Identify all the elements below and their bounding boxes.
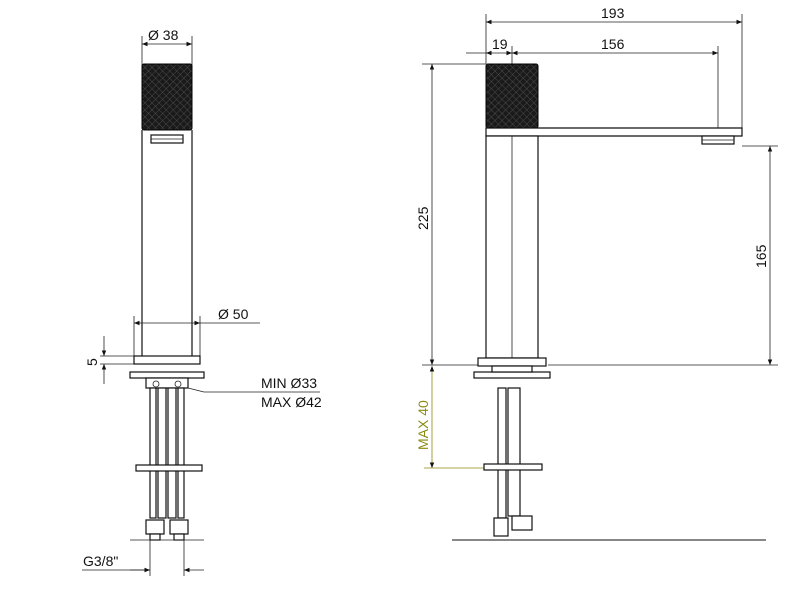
dim-total-length-label: 193 <box>601 5 625 21</box>
side-nut <box>491 365 533 373</box>
dim-max-deck-label: MAX 40 <box>415 400 431 450</box>
dim-total-length: 193 <box>485 5 743 130</box>
dim-thread: G3/8" <box>82 540 204 576</box>
mounting-washer <box>129 371 205 379</box>
side-view: 193 19 156 225 <box>415 5 778 541</box>
dim-base-diameter-label: Ø 50 <box>218 306 249 322</box>
mounting-nut <box>145 377 189 389</box>
dim-base-diameter: Ø 50 <box>133 306 260 356</box>
base-plate <box>133 355 201 365</box>
side-base-plate <box>477 357 547 367</box>
dim-top-diameter-label: Ø 38 <box>148 27 179 43</box>
dim-base-height-label: 5 <box>84 358 100 366</box>
dim-handle-offset-label: 19 <box>492 36 508 52</box>
dim-thread-label: G3/8" <box>83 553 118 569</box>
spout <box>485 127 743 137</box>
dim-hole-max-label: MAX Ø42 <box>261 394 322 410</box>
dim-max-deck: MAX 40 <box>415 366 484 469</box>
handle-side-knurled <box>485 63 539 129</box>
dim-spout-height: 165 <box>548 145 778 366</box>
dim-spout-height-label: 165 <box>753 244 769 268</box>
side-supply-hose <box>483 387 543 537</box>
handle-knurled <box>141 63 193 131</box>
dim-spout-length-label: 156 <box>601 36 625 52</box>
dim-total-height: 225 <box>415 63 486 366</box>
dim-spout-length: 19 156 <box>466 36 719 130</box>
dim-total-height-label: 225 <box>415 206 431 230</box>
dim-hole-min-label: MIN Ø33 <box>261 375 317 391</box>
front-view: Ø 38 Ø 50 5 <box>82 27 322 576</box>
side-washer <box>473 371 551 379</box>
dim-base-height: 5 <box>84 336 134 384</box>
supply-hoses <box>130 387 204 541</box>
